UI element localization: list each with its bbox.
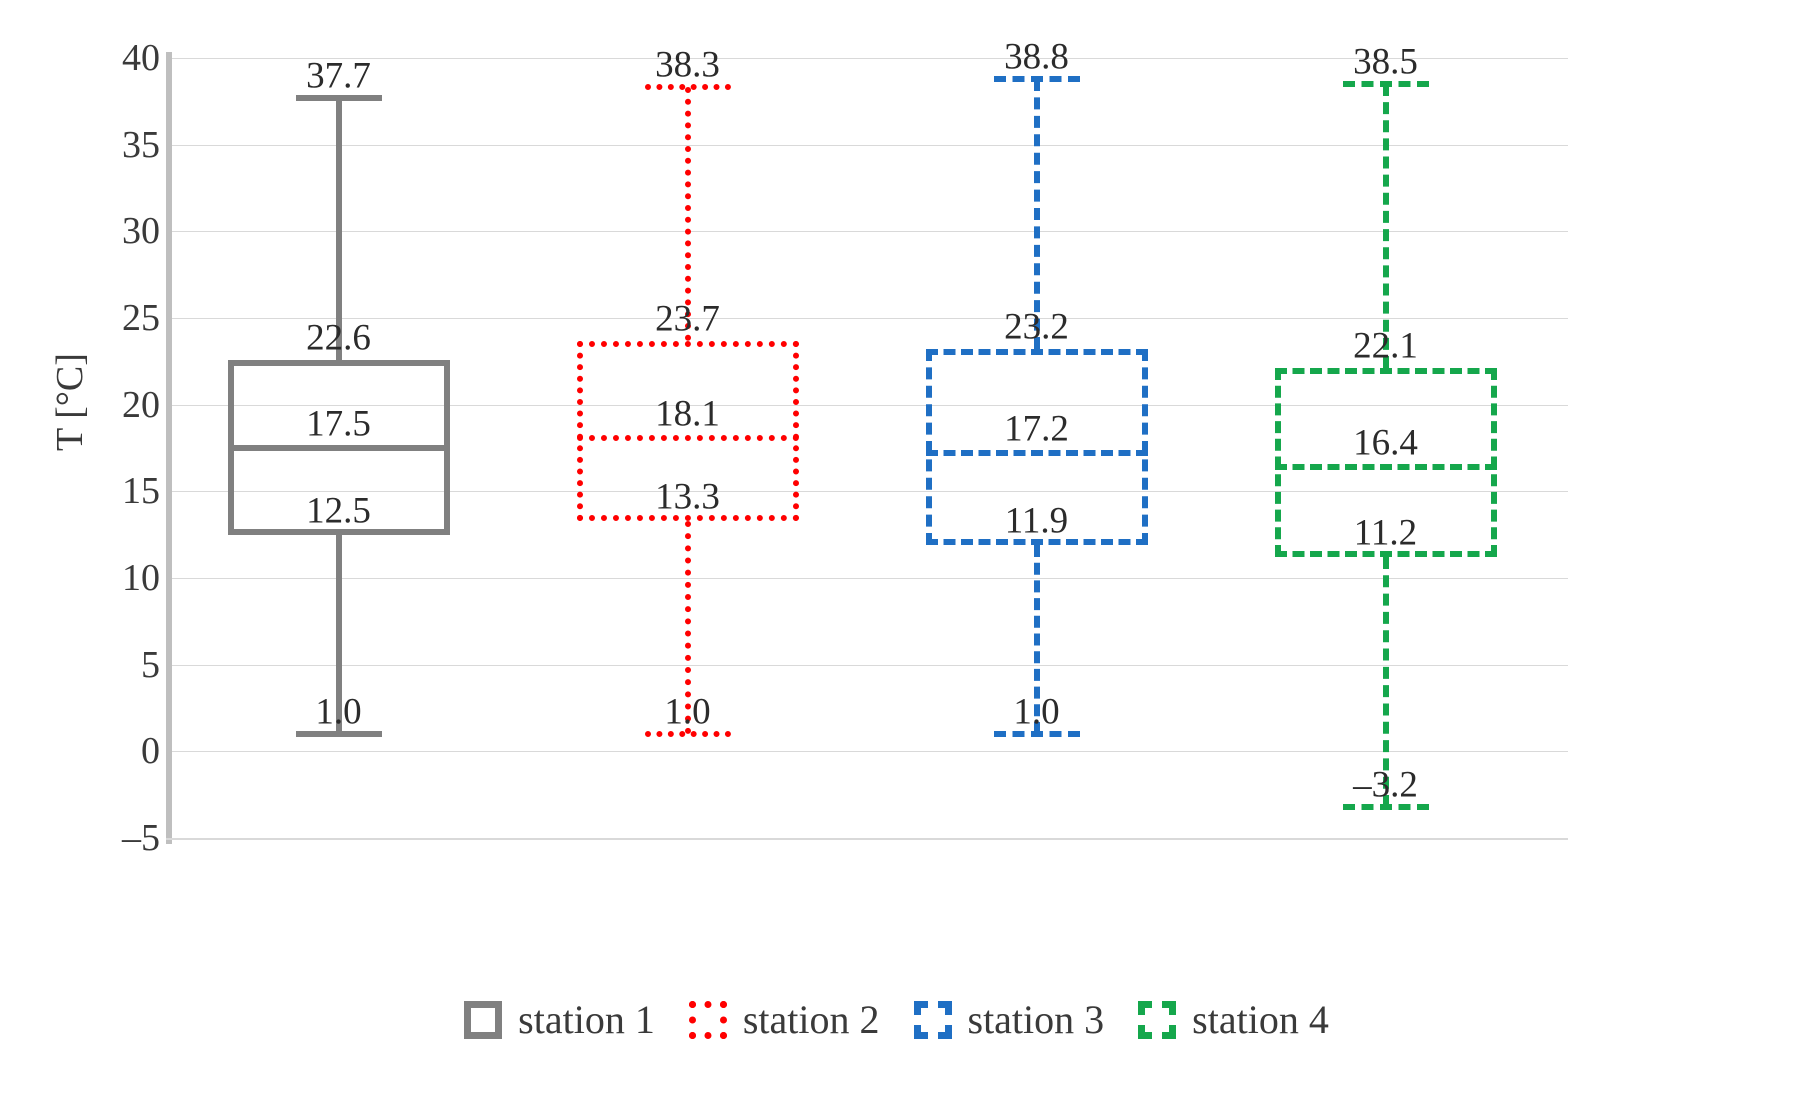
legend-item-station-1[interactable]: station 1 xyxy=(464,1000,655,1040)
gridline xyxy=(172,578,1568,579)
data-label-median: 17.5 xyxy=(306,403,371,445)
whisker-upper xyxy=(1033,78,1040,350)
whisker-cap-upper xyxy=(644,84,731,91)
whisker-lower xyxy=(1382,557,1389,807)
gridline xyxy=(172,404,1568,406)
legend-label: station 3 xyxy=(967,997,1105,1042)
legend-label: station 4 xyxy=(1192,997,1329,1042)
data-label-q3: 23.7 xyxy=(655,298,720,340)
whisker-cap-lower xyxy=(295,731,382,737)
plot-area: 37.7 22.6 17.5 12.5 1.0 38.3 23.7 18.1 13.3 1.0 38… xyxy=(172,38,1568,839)
data-label-q3: 23.2 xyxy=(1004,306,1069,348)
data-label-median: 18.1 xyxy=(655,393,720,435)
whisker-lower xyxy=(684,520,691,734)
y-axis-tick-label: –5 xyxy=(122,817,160,859)
whisker-cap-upper xyxy=(1342,81,1429,87)
legend-swatch-icon xyxy=(1138,1001,1177,1039)
data-label-q3: 22.1 xyxy=(1353,325,1418,367)
whisker-upper xyxy=(1382,84,1389,369)
y-axis-tick-label: 35 xyxy=(122,123,160,166)
data-label-median: 17.2 xyxy=(1004,408,1069,450)
y-axis-tick-label: 5 xyxy=(141,643,160,686)
y-axis-tick-label: 20 xyxy=(122,383,160,426)
data-label-whisker-min: –3.2 xyxy=(1353,764,1418,806)
whisker-cap-lower xyxy=(1342,803,1429,810)
data-label-whisker-min: 1.0 xyxy=(1013,691,1060,733)
y-axis-tick-label: 25 xyxy=(122,297,160,339)
y-axis-line xyxy=(166,52,172,844)
box-rect[interactable] xyxy=(576,340,799,521)
whisker-upper xyxy=(684,87,691,341)
data-label-median: 16.4 xyxy=(1353,422,1418,464)
y-axis-tick-label: 40 xyxy=(122,37,160,79)
gridline xyxy=(172,664,1568,666)
data-label-q1: 11.2 xyxy=(1353,512,1418,554)
data-label-whisker-min: 1.0 xyxy=(315,691,362,733)
y-axis-tick-label: 30 xyxy=(122,210,160,253)
box-rect[interactable] xyxy=(1274,368,1497,558)
y-axis-tick-label: 10 xyxy=(122,557,160,599)
gridline xyxy=(172,231,1568,233)
whisker-cap-lower xyxy=(644,731,731,737)
median-line xyxy=(1274,464,1497,471)
gridline xyxy=(172,58,1568,59)
whisker-cap-upper xyxy=(295,94,382,101)
whisker-upper xyxy=(335,97,342,360)
box-plot-series[interactable] xyxy=(172,58,1568,838)
whisker-cap-upper xyxy=(993,75,1080,82)
legend-item-station-3[interactable]: station 3 xyxy=(913,997,1105,1042)
box-rect[interactable] xyxy=(925,349,1148,546)
y-axis-tick-label: 15 xyxy=(122,470,160,513)
legend-item-station-2[interactable]: station 2 xyxy=(688,997,880,1042)
data-label-whisker-min: 1.0 xyxy=(664,691,711,733)
legend: station 1 station 2 station 3 station 4 xyxy=(0,1000,1793,1040)
data-label-q1: 11.9 xyxy=(1004,500,1069,542)
legend-item-station-4[interactable]: station 4 xyxy=(1138,1000,1329,1040)
y-axis-tick-label: 0 xyxy=(141,730,160,773)
data-label-q1: 12.5 xyxy=(306,490,371,532)
whisker-cap-lower xyxy=(993,731,1080,737)
legend-swatch-icon xyxy=(464,1001,503,1039)
data-label-q3: 22.6 xyxy=(306,317,371,359)
data-label-whisker-max: 37.7 xyxy=(306,55,371,97)
data-label-q1: 13.3 xyxy=(655,476,720,518)
box-plot-series[interactable] xyxy=(172,58,1568,838)
whisker-lower xyxy=(335,534,342,734)
data-label-whisker-max: 38.5 xyxy=(1353,41,1418,83)
x-axis-line xyxy=(166,838,1568,840)
gridline xyxy=(172,491,1568,493)
median-line xyxy=(925,450,1148,457)
data-label-whisker-max: 38.8 xyxy=(1004,36,1069,78)
legend-swatch-icon xyxy=(913,1001,952,1039)
y-axis-tick-labels: 40 35 30 25 20 15 10 5 0 –5 xyxy=(20,39,160,857)
box-plot-series[interactable] xyxy=(172,58,1568,838)
gridline xyxy=(172,751,1568,753)
legend-label: station 2 xyxy=(742,997,880,1042)
legend-label: station 1 xyxy=(518,997,655,1042)
data-label-whisker-max: 38.3 xyxy=(655,44,720,86)
median-line xyxy=(576,434,799,441)
whisker-lower xyxy=(1033,545,1040,734)
legend-swatch-icon xyxy=(688,1001,727,1039)
gridline xyxy=(172,144,1568,146)
gridline xyxy=(172,838,1568,839)
box-plot-series[interactable] xyxy=(172,58,1568,838)
gridline xyxy=(172,318,1568,319)
median-line xyxy=(227,445,450,451)
